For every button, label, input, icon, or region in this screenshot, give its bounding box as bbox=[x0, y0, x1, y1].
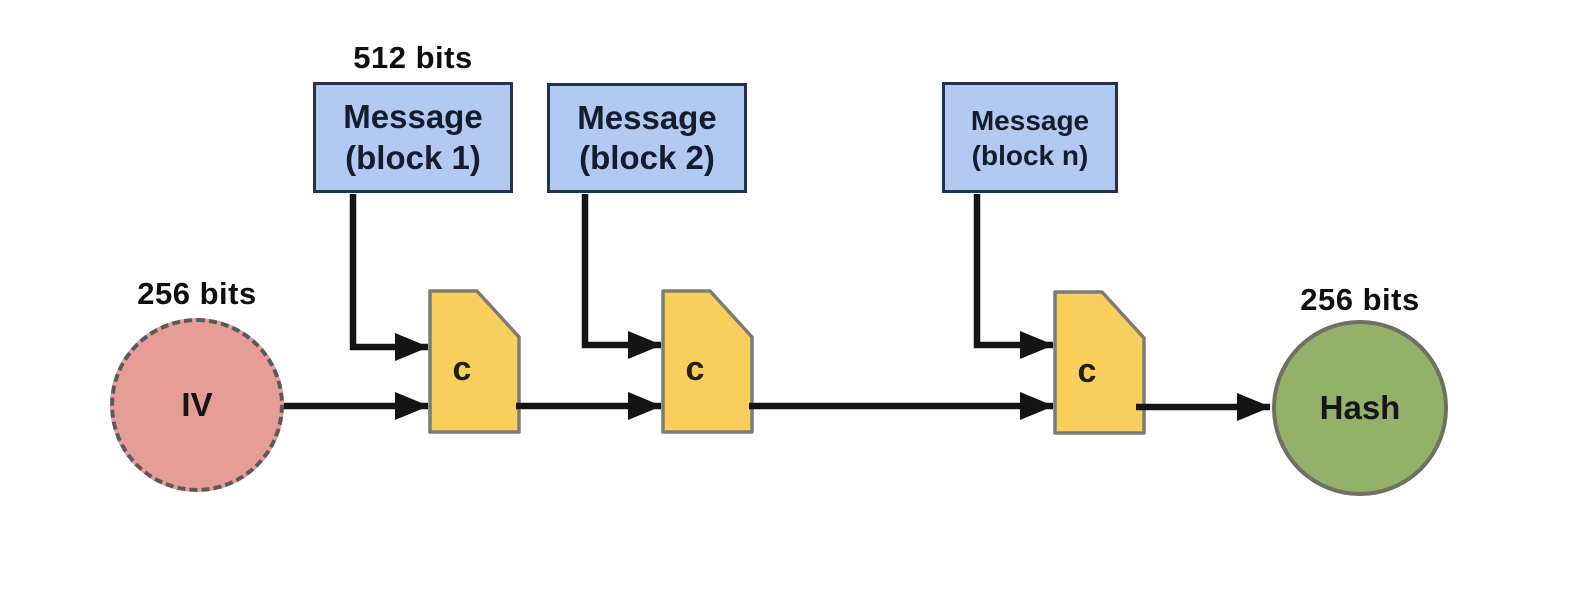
compression-shape-3 bbox=[1053, 290, 1146, 435]
compression-shape-1 bbox=[428, 289, 521, 434]
label-512-bits: 512 bits bbox=[353, 40, 473, 75]
label-256-bits-hash: 256 bits bbox=[1300, 282, 1420, 317]
compression-label-1: c bbox=[452, 350, 472, 388]
message-block-n: Message (block n) bbox=[942, 82, 1118, 193]
compression-shape-2 bbox=[661, 289, 754, 434]
message-block-n-line1: Message bbox=[970, 104, 1090, 136]
message-block-2-line2: (block 2) bbox=[579, 139, 715, 176]
iv-node-label: IV bbox=[181, 386, 213, 423]
arrow-message2-to-c2 bbox=[581, 194, 662, 359]
arrow-message1-to-c1 bbox=[349, 194, 429, 361]
iv-node: IV bbox=[110, 318, 284, 492]
label-256-bits-iv: 256 bits bbox=[137, 276, 257, 311]
hash-node: Hash bbox=[1272, 320, 1448, 496]
message-block-2: Message (block 2) bbox=[547, 83, 747, 193]
message-block-n-line2: (block n) bbox=[971, 139, 1089, 171]
hash-node-label: Hash bbox=[1319, 389, 1401, 426]
message-block-1-line1: Message bbox=[343, 98, 483, 136]
message-block-1-line2: (block 1) bbox=[345, 138, 481, 176]
message-block-1: Message (block 1) bbox=[313, 82, 513, 193]
compression-label-3: c bbox=[1077, 352, 1097, 390]
message-block-2-line1: Message bbox=[577, 98, 717, 136]
arrow-messagen-to-c3 bbox=[973, 194, 1054, 359]
compression-label-2: c bbox=[685, 350, 705, 388]
